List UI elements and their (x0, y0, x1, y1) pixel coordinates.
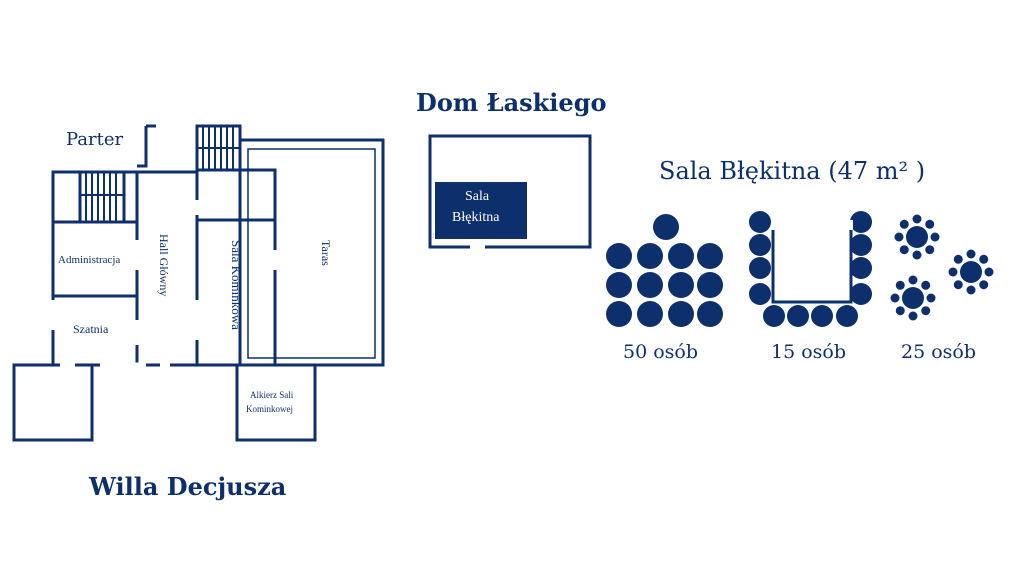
door-gaps (50, 200, 278, 368)
room-alkierz-line2: Kominkowej (246, 404, 293, 414)
floor-label: Parter (66, 129, 124, 150)
dom-room-line2: Błękitna (452, 210, 500, 225)
caption-u-shape: 15 osób (771, 341, 847, 363)
u-seat (749, 211, 771, 233)
banquet-seat (966, 249, 976, 259)
banquet-seat (966, 285, 976, 295)
banquet-seat (899, 245, 909, 255)
alkierz-room (235, 363, 317, 442)
room-szatnia: Szatnia (73, 322, 109, 336)
taras-outer (238, 138, 385, 367)
banquet-seat (912, 250, 922, 260)
theater-seat (697, 301, 723, 327)
u-seat (836, 305, 858, 327)
banquet-seat (925, 245, 935, 255)
room-alkierz-line1: Alkierz Sali (250, 390, 294, 400)
banquet-seat (894, 232, 904, 242)
banquet-seat (895, 306, 905, 316)
willa-plan (12, 124, 385, 442)
banquet-seat (890, 293, 900, 303)
banquet-seat (953, 254, 963, 264)
banquet-seat (926, 293, 936, 303)
dom-title: Dom Łaskiego (416, 88, 607, 117)
round-table (902, 287, 924, 309)
banquet-seat (908, 275, 918, 285)
round-table (906, 226, 928, 248)
sala-title: Sala Błękitna (47 m² ) (659, 157, 926, 185)
theater-seat (606, 301, 632, 327)
lower-left-room (12, 363, 94, 442)
round-table (960, 261, 982, 283)
u-seat (749, 234, 771, 256)
u-seat (749, 257, 771, 279)
room-administracja: Administracja (58, 254, 121, 266)
theater-seat (637, 243, 663, 269)
dom-room-line1: Sala (465, 189, 490, 204)
u-seat (749, 283, 771, 305)
villa-title: Willa Decjusza (89, 472, 287, 501)
banquet-seat (948, 267, 958, 277)
banquet-seat (979, 280, 989, 290)
u-seat (850, 257, 872, 279)
u-seat (850, 283, 872, 305)
taras-inner (247, 148, 376, 359)
theater-seat (668, 301, 694, 327)
theater-seat (637, 272, 663, 298)
presenter-seat (653, 214, 679, 240)
caption-theater: 50 osób (623, 341, 699, 363)
banquet-seat (984, 267, 994, 277)
sala-blekitna-block (435, 182, 527, 239)
u-seat (763, 305, 785, 327)
u-table-open-side (771, 220, 853, 230)
room-hall: Hall Główny (157, 234, 171, 297)
theater-seat (697, 272, 723, 298)
banquet-seat (912, 214, 922, 224)
u-seat (850, 234, 872, 256)
dom-plan (428, 134, 592, 249)
u-seat (850, 211, 872, 233)
banquet-seat (908, 311, 918, 321)
u-table (771, 225, 853, 304)
banquet-seat (979, 254, 989, 264)
u-seat (811, 305, 833, 327)
banquet-seat (895, 280, 905, 290)
u-seat (787, 305, 809, 327)
layout-u-shape (749, 211, 872, 327)
banquet-seat (930, 232, 940, 242)
theater-seat (637, 301, 663, 327)
banquet-seat (953, 280, 963, 290)
theater-seat (668, 272, 694, 298)
caption-banquet: 25 osób (901, 341, 977, 363)
theater-seat (606, 243, 632, 269)
banquet-seat (921, 306, 931, 316)
layout-theater (606, 214, 723, 327)
room-taras: Taras (319, 240, 333, 266)
banquet-seat (899, 219, 909, 229)
banquet-seat (921, 280, 931, 290)
theater-seat (697, 243, 723, 269)
theater-seat (606, 272, 632, 298)
banquet-seat (925, 219, 935, 229)
room-sala-kominkowa: Sala Kominkowa (229, 240, 244, 330)
theater-seat (668, 243, 694, 269)
layout-banquet (890, 214, 994, 321)
stair-treads (80, 126, 240, 222)
